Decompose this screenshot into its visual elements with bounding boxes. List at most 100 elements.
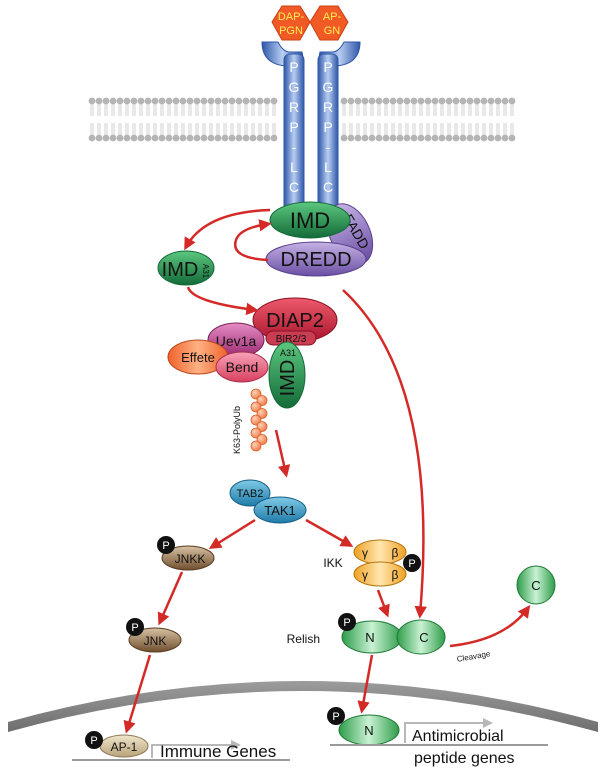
lipid-tail bbox=[370, 104, 374, 116]
arrow-ikk-to-relish bbox=[376, 589, 390, 618]
lipid-tail bbox=[447, 123, 451, 135]
lipid-head bbox=[459, 97, 467, 105]
lipid-tail bbox=[349, 123, 353, 135]
bend-node bbox=[215, 351, 269, 383]
k63-label: K63-PolyUb bbox=[232, 406, 242, 454]
receptor-letter: P bbox=[289, 59, 298, 75]
relish-group: Relish N C P bbox=[287, 613, 446, 655]
lipid-head bbox=[375, 134, 383, 142]
lipid-head bbox=[179, 97, 187, 105]
receptor-letter: C bbox=[289, 179, 299, 195]
lipid-tail bbox=[125, 104, 129, 116]
jnkk-group: JNKK P bbox=[157, 536, 215, 571]
lipid-head bbox=[144, 97, 152, 105]
lipid-head bbox=[158, 97, 166, 105]
dap-pgn-ligand-left bbox=[271, 5, 311, 41]
lipid-tail bbox=[167, 123, 171, 135]
lipid-tail bbox=[125, 123, 129, 135]
lipid-tail bbox=[349, 104, 353, 116]
lipid-head bbox=[200, 97, 208, 105]
cleaved-c-label: C bbox=[531, 578, 540, 593]
lipid-tail bbox=[475, 123, 479, 135]
lipid-head bbox=[424, 134, 432, 142]
lipid-head bbox=[452, 134, 460, 142]
lipid-tail bbox=[118, 123, 122, 135]
lipid-tail bbox=[139, 123, 143, 135]
imd-fadd-dredd-complex: FADD IMD DREDD bbox=[265, 201, 374, 277]
receptor-letter: R bbox=[289, 99, 299, 115]
lipid-head bbox=[347, 134, 355, 142]
arrow-dredd-to-relish bbox=[342, 289, 427, 619]
tab2-label: TAB2 bbox=[237, 488, 264, 500]
nuclear-n-label: N bbox=[364, 723, 373, 738]
arrow-tak1-to-jnkk bbox=[208, 518, 256, 549]
ap1-label: AP-1 bbox=[111, 740, 138, 754]
lipid-tail bbox=[489, 104, 493, 116]
lipid-tail bbox=[377, 104, 381, 116]
lipid-tail bbox=[181, 123, 185, 135]
imd-cleaved-node: IMD A31 bbox=[157, 250, 215, 286]
lipid-head bbox=[242, 97, 250, 105]
lipid-head bbox=[382, 134, 390, 142]
lipid-head bbox=[221, 97, 229, 105]
arrow-jnk-to-ap1 bbox=[123, 654, 152, 734]
jnk-group: JNK P bbox=[126, 618, 182, 653]
lipid-tail bbox=[391, 123, 395, 135]
lipid-tail bbox=[111, 104, 115, 116]
tab2-tak1-complex: TAB2 TAK1 bbox=[229, 479, 307, 524]
lipid-head bbox=[368, 97, 376, 105]
lipid-head bbox=[186, 134, 194, 142]
arrow-cleavage bbox=[449, 604, 531, 648]
imd-a31-sub: A31 bbox=[201, 264, 210, 279]
lipid-head bbox=[438, 134, 446, 142]
arrow-relish-to-nucleus bbox=[357, 654, 374, 714]
lipid-tail bbox=[97, 104, 101, 116]
jnkk-phospho-label: P bbox=[162, 540, 169, 552]
lipid-tail bbox=[223, 123, 227, 135]
lipid-tail bbox=[468, 104, 472, 116]
lipid-head bbox=[361, 97, 369, 105]
tak1-node bbox=[253, 496, 307, 524]
relish-phospho-icon bbox=[338, 613, 356, 631]
lipid-tail bbox=[363, 123, 367, 135]
arrow-imd-a31-to-diap2 bbox=[186, 286, 259, 316]
lipid-head bbox=[270, 97, 278, 105]
lipid-head bbox=[403, 97, 411, 105]
lipid-head bbox=[508, 97, 516, 105]
lipid-head bbox=[487, 97, 495, 105]
jnk-phospho-label: P bbox=[131, 622, 138, 634]
tab2-node bbox=[229, 479, 271, 507]
lipid-head bbox=[431, 97, 439, 105]
lipid-tail bbox=[104, 123, 108, 135]
lipid-tail bbox=[342, 104, 346, 116]
arrow-ub-to-tak1 bbox=[274, 429, 291, 478]
lipid-tail bbox=[454, 104, 458, 116]
ligand-left-line1: DAP- bbox=[278, 11, 305, 23]
relish-c-label: C bbox=[419, 630, 428, 645]
uev1a-label: Uev1a bbox=[216, 333, 257, 349]
lipid-head bbox=[249, 97, 257, 105]
lipid-head bbox=[417, 134, 425, 142]
lipid-head bbox=[102, 97, 110, 105]
lipid-head bbox=[473, 134, 481, 142]
receptor-letter: L bbox=[290, 159, 298, 175]
lipid-tail bbox=[188, 104, 192, 116]
lipid-tail bbox=[356, 104, 360, 116]
lipid-head bbox=[382, 97, 390, 105]
lipid-head bbox=[375, 97, 383, 105]
lipid-head bbox=[214, 134, 222, 142]
lipid-tail bbox=[167, 104, 171, 116]
lipid-head bbox=[417, 97, 425, 105]
lipid-head bbox=[200, 134, 208, 142]
lipid-head bbox=[270, 134, 278, 142]
lipid-head bbox=[193, 97, 201, 105]
lipid-head bbox=[459, 134, 467, 142]
nuclear-n-phospho-label: P bbox=[332, 711, 339, 723]
dap-pgn-ligand-right bbox=[309, 5, 349, 41]
lipid-head bbox=[396, 134, 404, 142]
lipid-head bbox=[123, 134, 131, 142]
lipid-tail bbox=[510, 123, 514, 135]
arrow-jnkk-to-jnk bbox=[157, 571, 184, 626]
lipid-head bbox=[109, 97, 117, 105]
lipid-tail bbox=[202, 123, 206, 135]
